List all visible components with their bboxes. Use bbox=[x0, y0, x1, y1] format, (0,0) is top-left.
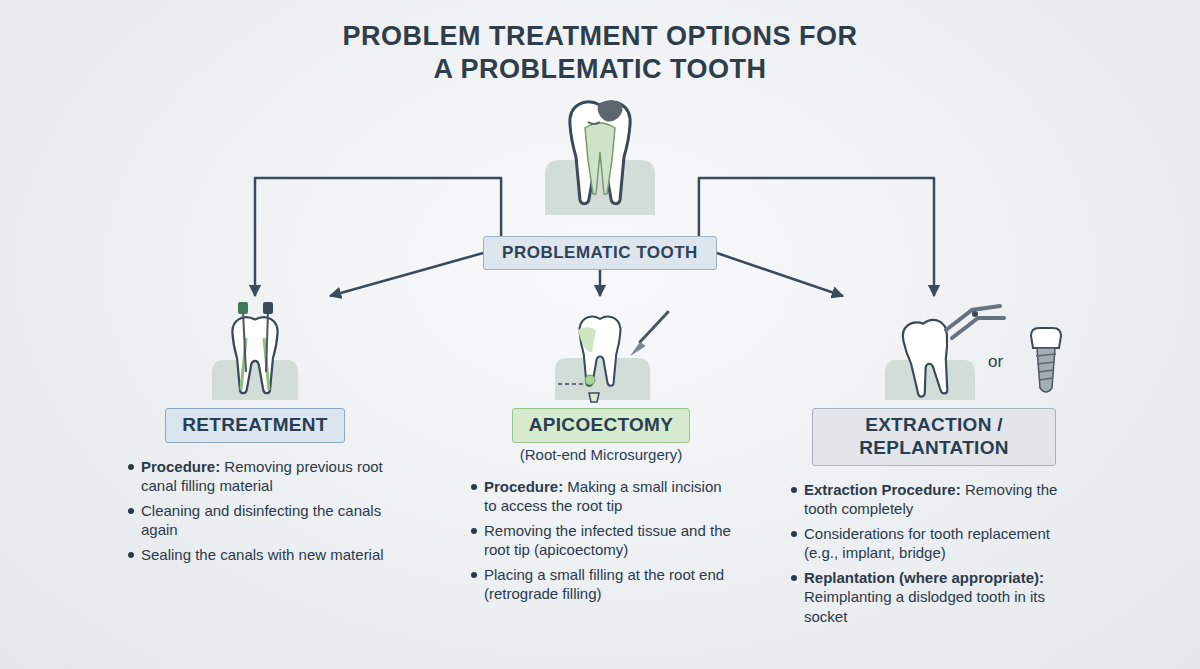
bullet-text: Cleaning and disinfecting the canals aga… bbox=[141, 501, 385, 540]
problem-box: PROBLEMATIC TOOTH bbox=[483, 236, 717, 270]
bullet-dot bbox=[128, 552, 134, 558]
box-label: PROBLEMATIC TOOTH bbox=[502, 243, 698, 263]
bullet-dot bbox=[128, 508, 134, 514]
diagram-title: PROBLEM TREATMENT OPTIONS FOR A PROBLEMA… bbox=[340, 20, 860, 86]
implant-icon bbox=[1031, 328, 1061, 392]
option-heading: RETREATMENT bbox=[165, 408, 344, 443]
option-heading: APICOECTOMY bbox=[512, 408, 690, 443]
option-column: EXTRACTION / REPLANTATION Extraction Proc… bbox=[788, 296, 1080, 631]
decayed-tooth bbox=[545, 100, 655, 215]
bullet-dot bbox=[791, 575, 797, 581]
apicoectomy-icon bbox=[555, 312, 668, 402]
bullet-dot bbox=[471, 528, 477, 534]
bullet-dot bbox=[471, 572, 477, 578]
bullet-text: Sealing the canals with new material bbox=[141, 545, 385, 565]
bullet-text: Procedure: Removing previous root canal … bbox=[141, 457, 385, 496]
bullet-text: Removing the infected tissue and the roo… bbox=[484, 521, 734, 560]
bullet-text: Considerations for tooth replacement (e.… bbox=[804, 524, 1080, 563]
connector-arrow bbox=[330, 253, 483, 296]
bullet-dot bbox=[128, 464, 134, 470]
option-column: RETREATMENT Procedure: Removing previous … bbox=[125, 296, 385, 569]
connector-arrow bbox=[717, 253, 843, 296]
bullet-text: Placing a small filling at the root end … bbox=[484, 565, 734, 604]
extraction-icon bbox=[885, 306, 1004, 400]
option-column: APICOECTOMY (Root-end Microsurgery) Proced… bbox=[468, 296, 734, 609]
bullet-dot bbox=[791, 487, 797, 493]
bullet-text: Extraction Procedure: Removing the tooth… bbox=[804, 480, 1080, 519]
option-subheading: (Root-end Microsurgery) bbox=[468, 446, 734, 463]
connector-arrow bbox=[599, 270, 602, 296]
retreatment-icon bbox=[212, 302, 298, 400]
bullet-dot bbox=[791, 531, 797, 537]
connector-arrow bbox=[255, 178, 501, 296]
option-heading: EXTRACTION / REPLANTATION bbox=[812, 408, 1056, 466]
connector-arrow bbox=[699, 178, 934, 296]
bullet-text: Procedure: Making a small incision to ac… bbox=[484, 477, 734, 516]
label-text: or bbox=[988, 352, 1003, 372]
bullet-text: Replantation (where appropriate): Reimpl… bbox=[804, 568, 1080, 627]
bullet-dot bbox=[471, 484, 477, 490]
